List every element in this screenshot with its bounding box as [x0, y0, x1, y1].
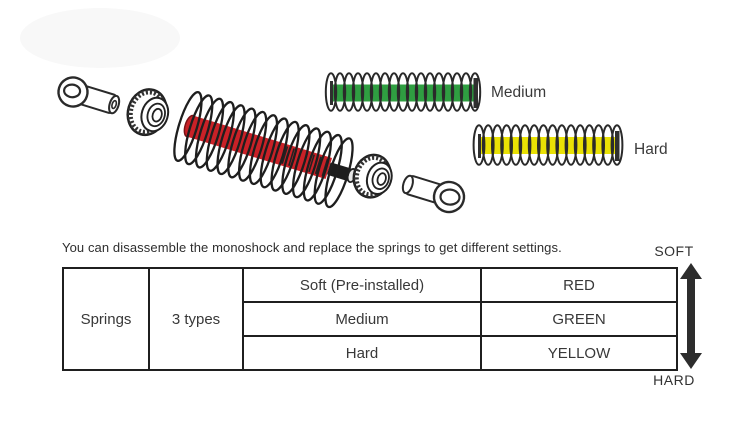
table-cell-springs: Springs	[62, 267, 150, 371]
spring-medium	[324, 72, 482, 112]
soft-hard-arrow-icon	[680, 263, 702, 369]
table-cell-soft-color: RED	[480, 267, 678, 303]
table-cell-medium-name: Medium	[242, 301, 482, 337]
spring-end-right	[615, 131, 620, 161]
scale-soft-label: SOFT	[654, 243, 694, 259]
table-cell-soft-name: Soft (Pre-installed)	[242, 267, 482, 303]
springs-table: Springs 3 types Soft (Pre-installed) RED…	[62, 267, 678, 371]
table-cell-hard-name: Hard	[242, 335, 482, 371]
table-row: Medium GREEN	[63, 301, 678, 337]
rod-end-right	[401, 174, 466, 214]
table-cell-types: 3 types	[148, 267, 244, 371]
spring-end-left	[478, 134, 481, 158]
spring-medium-band	[330, 84, 476, 102]
medium-spring-label: Medium	[491, 84, 547, 101]
table-row: Hard YELLOW	[63, 335, 678, 371]
knurled-nut-left	[126, 88, 170, 137]
hard-spring-label: Hard	[634, 141, 668, 158]
table-cell-medium-color: GREEN	[480, 301, 678, 337]
red-spring-coils	[173, 91, 354, 209]
spring-medium-coils	[324, 72, 482, 112]
table-cell-hard-color: YELLOW	[480, 335, 678, 371]
spring-end-left	[330, 81, 333, 105]
background-smudge	[20, 8, 180, 68]
spring-hard-coils	[472, 124, 624, 166]
shaft-tip	[327, 162, 352, 181]
monoshock-exploded-diagram	[20, 8, 624, 214]
shock-body-red-spring	[173, 91, 357, 209]
spring-hard	[472, 124, 624, 166]
knurled-nut-right	[352, 153, 393, 199]
caption-text: You can disassemble the monoshock and re…	[62, 240, 562, 255]
scale-hard-label: HARD	[653, 372, 695, 388]
spring-end-right	[473, 78, 478, 108]
rod-end-left	[57, 76, 121, 115]
table-row: Springs 3 types Soft (Pre-installed) RED	[62, 267, 678, 371]
